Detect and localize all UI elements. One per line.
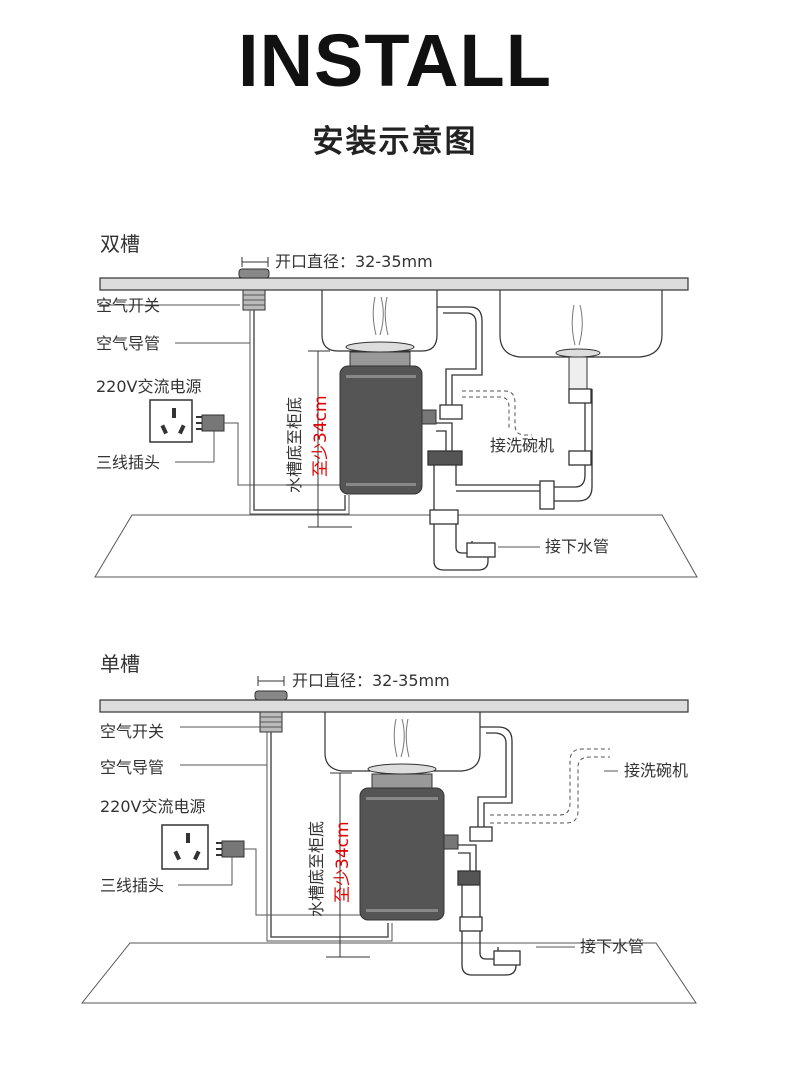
dishwasher-hose [490, 748, 610, 816]
air-tube [270, 732, 389, 938]
double-sink-heading: 双槽 [100, 232, 140, 256]
single-sink-heading: 单槽 [100, 652, 140, 676]
opening-dimension [257, 676, 285, 686]
drain-label: 接下水管 [545, 537, 609, 556]
power-label: 220V交流电源 [96, 377, 202, 396]
air-switch-icon [254, 690, 288, 733]
cabinet-floor [80, 942, 697, 1004]
air-switch-label: 空气开关 [96, 296, 160, 315]
air-tube-label: 空气导管 [100, 758, 164, 777]
air-tube [253, 310, 346, 511]
power-label: 220V交流电源 [100, 797, 206, 816]
three-prong-plug-icon [216, 840, 390, 916]
dishwasher-hose [462, 390, 532, 436]
pipe-system [457, 726, 521, 976]
counter-top [99, 699, 689, 713]
plug-label: 三线插头 [96, 453, 160, 472]
height-dimension [326, 772, 370, 958]
air-switch-icon [238, 268, 270, 311]
power-socket-icon [161, 824, 209, 870]
water-stream-left [372, 296, 389, 336]
power-socket-icon [149, 399, 193, 443]
food-waste-disposer [339, 351, 437, 495]
cabinet-floor [94, 514, 698, 578]
height-dimension [308, 350, 352, 528]
pipe-system [427, 306, 593, 571]
right-sink-basin [499, 290, 663, 358]
three-prong-plug-icon [196, 414, 346, 486]
vertical-label: 水槽底至柜底 [307, 821, 326, 917]
counter-top [99, 277, 689, 291]
plug-label: 三线插头 [100, 876, 164, 895]
dishwasher-label: 接洗碗机 [624, 761, 688, 780]
double-sink-diagram: 双槽 开口直径：32-35mm 空气开关 空气导管 220V交流电源 [94, 232, 698, 578]
opening-label: 开口直径：32-35mm [292, 671, 450, 690]
single-sink-diagram: 单槽 开口直径：32-35mm 空气开关 空气导管 220V交流电源 [80, 652, 697, 1004]
page-title: INSTALL [238, 19, 552, 102]
air-switch-label: 空气开关 [100, 722, 164, 741]
air-tube-label: 空气导管 [96, 334, 160, 353]
water-stream-right [571, 304, 583, 346]
drain-label: 接下水管 [580, 937, 644, 956]
water-stream [393, 718, 410, 758]
dishwasher-label: 接洗碗机 [490, 436, 554, 455]
distance-label: 至少34cm [333, 821, 353, 903]
vertical-label: 水槽底至柜底 [285, 397, 304, 493]
page-subtitle: 安装示意图 [312, 124, 478, 160]
food-waste-disposer [359, 773, 459, 921]
opening-label: 开口直径：32-35mm [275, 252, 433, 271]
opening-dimension [241, 257, 269, 267]
distance-label: 至少34cm [311, 395, 331, 477]
